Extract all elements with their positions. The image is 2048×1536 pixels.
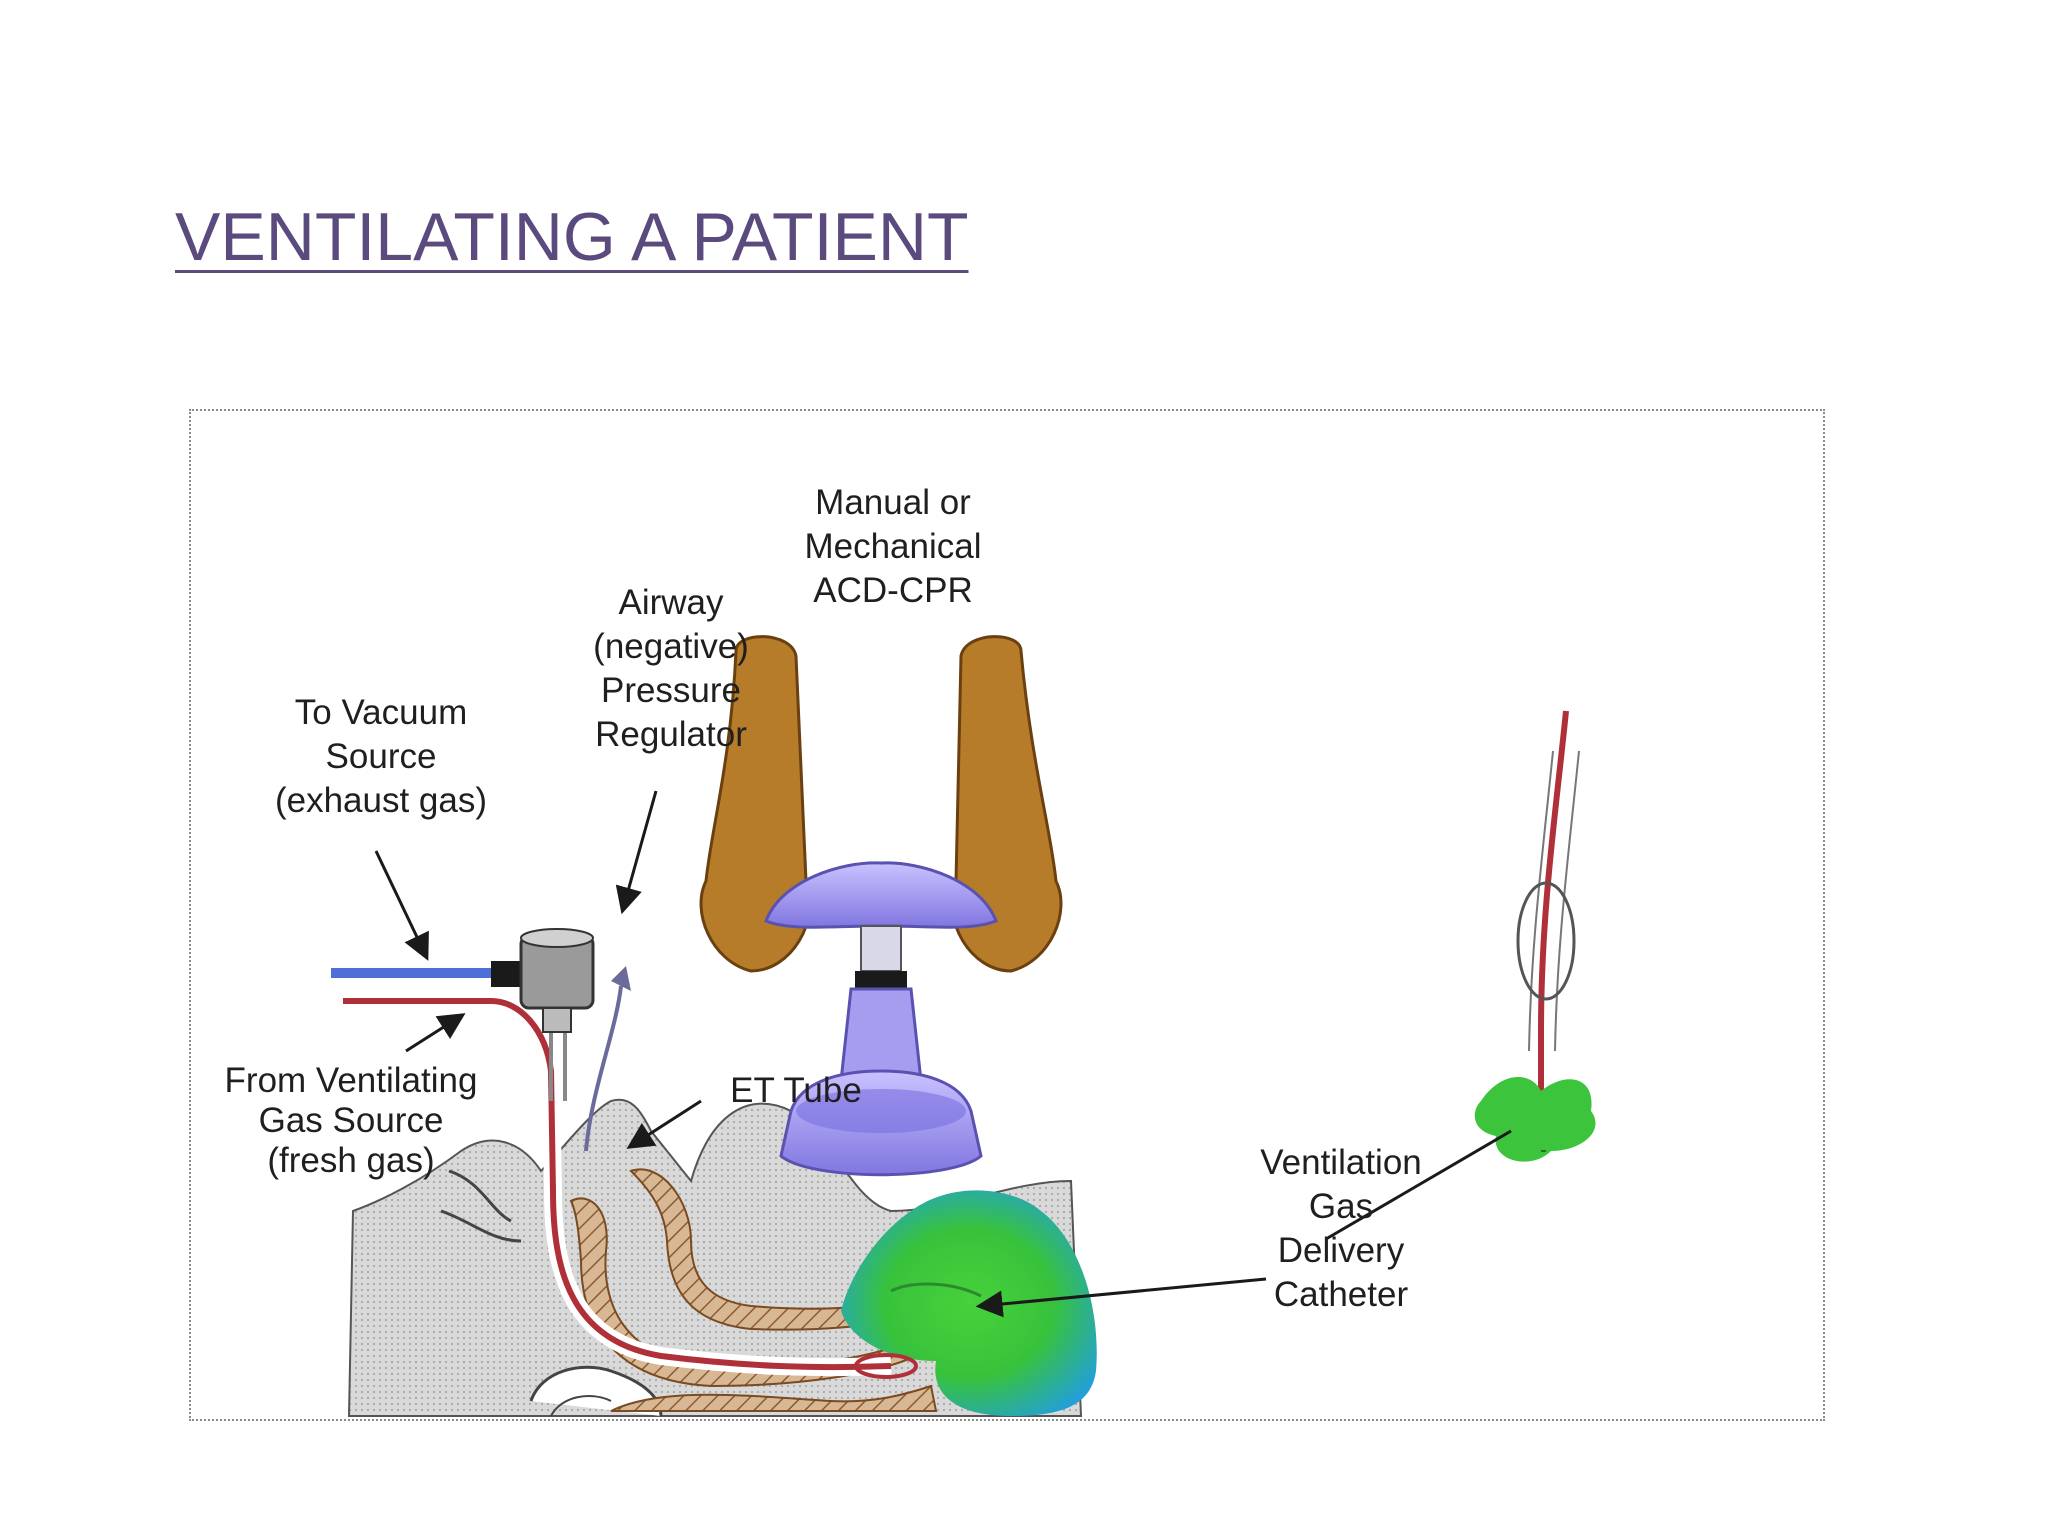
acd-cpr-device-illustration (764, 861, 998, 1177)
et-tube-label: ET Tube (730, 1071, 862, 1110)
ventilation-diagram: Manual or Mechanical ACD-CPR Airway (neg… (189, 409, 1825, 1421)
lungs-illustration (841, 1190, 1097, 1416)
page-title: VENTILATING A PATIENT (175, 199, 969, 275)
catheter-detail-illustration (1474, 710, 1596, 1162)
vacuum-source-label: To Vacuum Source (exhaust gas) (274, 693, 488, 820)
pressure-regulator-illustration (331, 928, 595, 1033)
catheter-label: Ventilation Gas Delivery Catheter (1260, 1143, 1422, 1314)
pressure-regulator-label: Airway (negative) Pressure Regulator (593, 583, 749, 754)
gas-source-label: From Ventilating Gas Source (fresh gas) (224, 1061, 478, 1180)
diagram-canvas (331, 635, 1596, 1417)
annotation-arrows (374, 790, 1546, 1318)
acd-cpr-label: Manual or Mechanical ACD-CPR (804, 483, 982, 610)
hands-illustration (699, 635, 1063, 973)
et-tube-illustration (343, 966, 918, 1379)
